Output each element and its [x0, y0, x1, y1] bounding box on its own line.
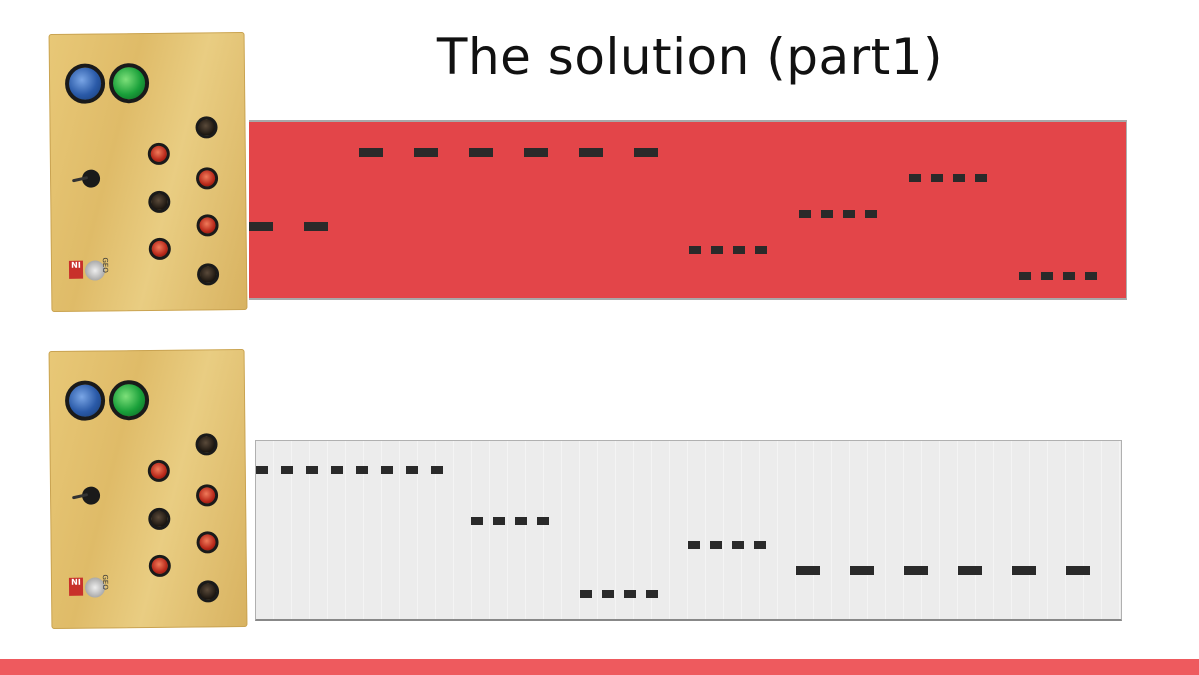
note-block	[602, 590, 614, 598]
note-block	[579, 148, 603, 157]
note-block	[256, 466, 268, 474]
note-block	[406, 466, 418, 474]
dark-push-button	[195, 116, 218, 139]
sticker-label: GEO	[100, 574, 110, 590]
red-push-button	[147, 459, 170, 483]
note-block	[1066, 566, 1090, 575]
note-block	[281, 466, 293, 474]
note-block	[865, 210, 877, 218]
dark-push-button	[148, 507, 171, 530]
green-arcade-button	[108, 379, 150, 421]
red-push-button	[196, 214, 219, 237]
note-block	[904, 566, 928, 575]
note-block	[931, 174, 943, 182]
note-block	[493, 517, 505, 525]
note-block	[646, 590, 658, 598]
note-block	[381, 466, 393, 474]
note-block	[1085, 272, 1097, 280]
blue-arcade-button	[64, 63, 106, 104]
note-block	[733, 246, 745, 254]
note-block	[909, 174, 921, 182]
note-block	[953, 174, 965, 182]
red-push-button	[195, 167, 219, 190]
note-block	[524, 148, 548, 157]
note-block	[304, 222, 328, 231]
note-block	[634, 148, 658, 157]
note-block	[1012, 566, 1036, 575]
note-block	[711, 246, 723, 254]
note-block	[331, 466, 343, 474]
green-arcade-button	[108, 62, 150, 104]
note-block	[975, 174, 987, 182]
note-block	[624, 590, 636, 598]
note-block	[249, 222, 273, 231]
note-block	[1019, 272, 1031, 280]
note-block	[469, 148, 493, 157]
red-push-button	[148, 237, 171, 260]
note-block	[796, 566, 820, 575]
note-block	[515, 517, 527, 525]
note-block	[799, 210, 811, 218]
dark-push-button	[148, 190, 171, 213]
slide-title: The solution (part1)	[436, 28, 944, 86]
note-block	[710, 541, 722, 549]
footer-accent-bar	[0, 659, 1199, 675]
note-block	[755, 246, 767, 254]
note-block	[1041, 272, 1053, 280]
note-block	[306, 466, 318, 474]
note-block	[356, 466, 368, 474]
piano-roll-top	[249, 120, 1127, 300]
brand-sticker: NI	[68, 577, 84, 596]
sticker-label: GEO	[100, 257, 110, 273]
note-block	[471, 517, 483, 525]
note-block	[821, 210, 833, 218]
rotary-knob-icon	[81, 486, 101, 505]
note-block	[843, 210, 855, 218]
red-push-button	[196, 531, 219, 554]
rotary-knob-icon	[81, 169, 101, 188]
red-push-button	[195, 484, 219, 507]
red-push-button	[148, 554, 171, 577]
note-block	[958, 566, 982, 575]
control-board-bottom: NI GEO	[48, 348, 248, 630]
brand-sticker: NI	[68, 260, 84, 279]
note-block	[431, 466, 443, 474]
note-block	[688, 541, 700, 549]
note-block	[580, 590, 592, 598]
note-block	[732, 541, 744, 549]
note-block	[537, 517, 549, 525]
red-push-button	[147, 142, 170, 166]
note-block	[850, 566, 874, 575]
dark-push-button	[195, 433, 218, 456]
piano-roll-bottom	[255, 440, 1122, 621]
control-board-top: NI GEO	[48, 31, 248, 313]
blue-arcade-button	[64, 380, 106, 421]
note-block	[754, 541, 766, 549]
note-block	[689, 246, 701, 254]
note-block	[414, 148, 438, 157]
note-block	[1063, 272, 1075, 280]
dark-push-button	[196, 263, 220, 286]
dark-push-button	[196, 580, 220, 603]
note-block	[359, 148, 383, 157]
